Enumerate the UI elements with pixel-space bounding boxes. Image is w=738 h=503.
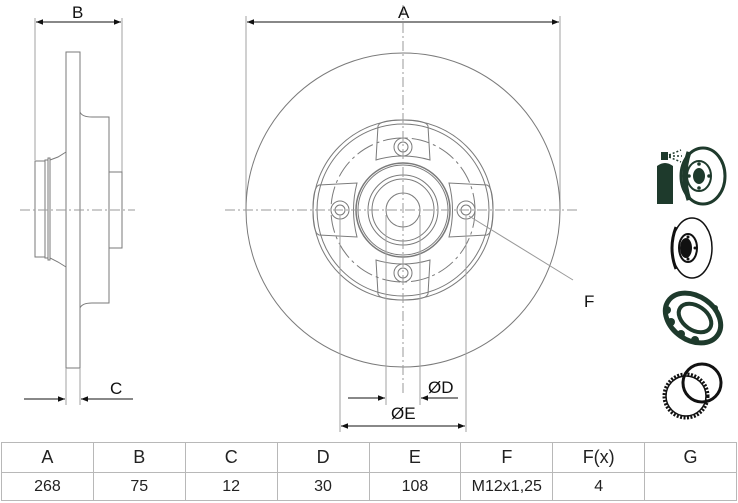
- brake-disc-icon: [670, 217, 713, 279]
- header-e: E: [368, 442, 462, 473]
- header-f: F: [460, 442, 554, 473]
- header-c: C: [184, 442, 278, 473]
- dimension-label-f: F: [584, 292, 595, 311]
- header-d: D: [276, 442, 370, 473]
- cleaning-spray-disc-icon: [657, 146, 727, 206]
- dimension-label-a: A: [398, 3, 410, 22]
- value-e: 108: [368, 472, 462, 501]
- value-f: M12x1,25: [460, 472, 554, 501]
- abs-ring-icon: [662, 362, 723, 420]
- spec-table-header-row: A B C D E F F(x) G: [1, 442, 737, 473]
- dimension-label-c: C: [110, 379, 123, 398]
- technical-drawing: [20, 5, 580, 432]
- front-view: [225, 5, 580, 432]
- dimension-label-e: ØE: [391, 404, 416, 423]
- value-a: 268: [1, 472, 94, 501]
- side-view: [20, 18, 135, 405]
- value-c: 12: [184, 472, 278, 501]
- dimension-label-b: B: [72, 3, 84, 22]
- value-fx: 4: [552, 472, 646, 501]
- value-b: 75: [92, 472, 186, 501]
- header-b: B: [92, 442, 186, 473]
- dimension-label-d: ØD: [428, 378, 454, 397]
- spec-table-value-row: 268 75 12 30 108 M12x1,25 4: [1, 472, 737, 501]
- header-fx: F(x): [552, 442, 646, 473]
- header-g: G: [644, 442, 737, 473]
- header-a: A: [1, 442, 94, 473]
- spec-table: A B C D E F F(x) G 268 75 12 30 108 M12x…: [1, 442, 737, 501]
- value-d: 30: [276, 472, 370, 501]
- wheel-bearing-icon: [662, 290, 724, 346]
- value-g: [644, 472, 737, 501]
